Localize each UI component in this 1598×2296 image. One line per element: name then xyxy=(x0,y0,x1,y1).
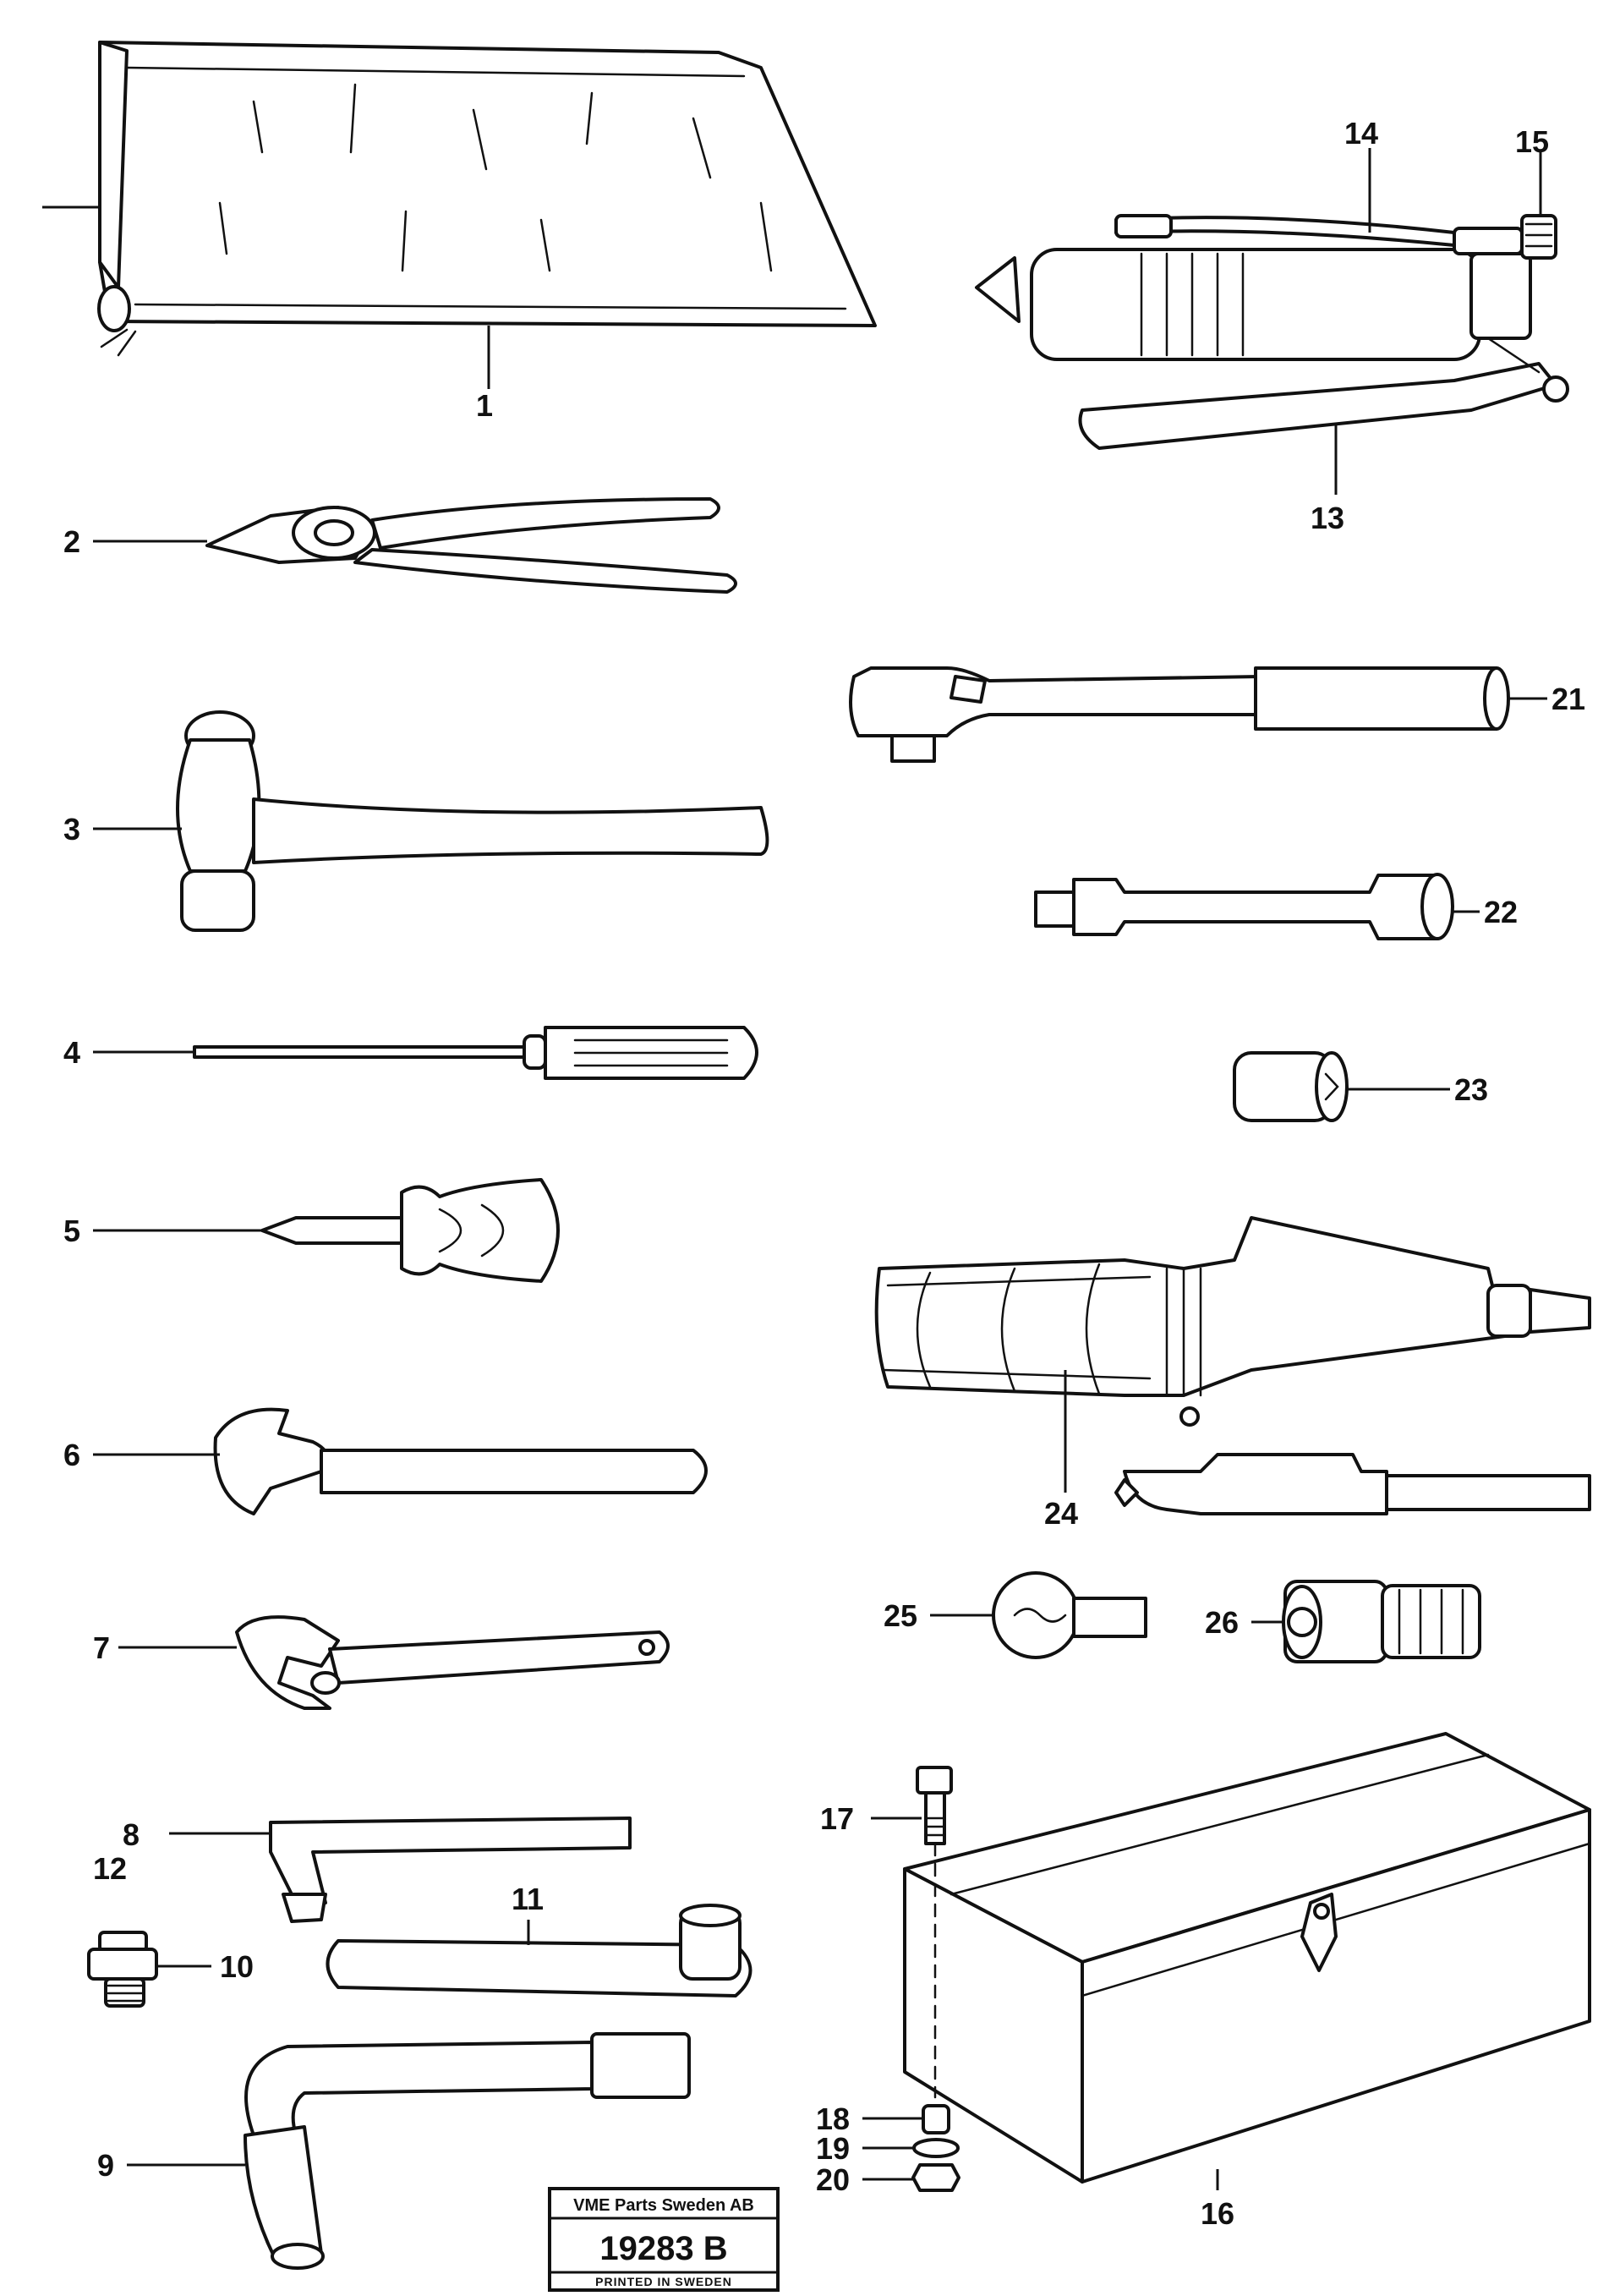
part-label: 11 xyxy=(512,1882,544,1916)
bolt-drawing xyxy=(916,1766,953,2099)
open-end-wrench-drawing xyxy=(213,1407,708,1515)
part-label: 17 xyxy=(820,1801,854,1836)
ratchet-handle-drawing xyxy=(849,666,1510,763)
part-label: 5 xyxy=(63,1214,80,1248)
part-label: 2 xyxy=(63,524,80,559)
tool-box-drawing xyxy=(903,1732,1591,2184)
part-label: 9 xyxy=(97,2148,114,2183)
part-label: 25 xyxy=(884,1598,917,1633)
part-label: 26 xyxy=(1205,1605,1239,1640)
socket-drawing xyxy=(1233,1051,1349,1122)
drawing-stamp: VME Parts Sweden AB 19283 B PRINTED IN S… xyxy=(548,2187,780,2292)
part-label: 7 xyxy=(93,1630,110,1665)
adjustable-wrench-drawing xyxy=(235,1615,670,1710)
part-label: 15 xyxy=(1515,124,1549,159)
pliers-drawing xyxy=(205,497,737,594)
part-label: 14 xyxy=(1344,116,1378,151)
inspection-lamp-drawing xyxy=(874,1216,1591,1515)
part-label: 19 xyxy=(816,2131,850,2166)
part-label: 8 xyxy=(123,1817,140,1852)
nut-drawing xyxy=(911,2163,960,2192)
spacer-drawing xyxy=(922,2104,950,2134)
part-label: 16 xyxy=(1201,2196,1234,2231)
part-label: 23 xyxy=(1454,1072,1488,1107)
screwdriver-stubby-drawing xyxy=(260,1178,560,1283)
connector-drawing xyxy=(1282,1580,1481,1663)
stamp-company: VME Parts Sweden AB xyxy=(573,2196,754,2215)
part-label: 21 xyxy=(1551,682,1585,716)
part-label: 1 xyxy=(476,388,493,423)
part-label: 10 xyxy=(220,1949,254,1984)
part-label: 18 xyxy=(816,2101,850,2136)
extension-bar-drawing xyxy=(1034,873,1454,940)
nipple-drawing xyxy=(87,1931,158,2008)
stamp-number: 19283 B xyxy=(599,2230,727,2267)
stamp-printed: PRINTED IN SWEDEN xyxy=(595,2275,732,2288)
part-label: 22 xyxy=(1484,895,1518,929)
part-label: 4 xyxy=(63,1035,80,1070)
part-label: 13 xyxy=(1311,501,1344,535)
socket-l-wrench-drawing xyxy=(244,2032,691,2270)
screwdriver-flat-drawing xyxy=(193,1026,758,1080)
hammer-drawing xyxy=(176,710,769,932)
tool-bag-drawing xyxy=(97,41,877,357)
part-label: 3 xyxy=(63,812,80,847)
washer-drawing xyxy=(912,2138,960,2158)
part-label: 20 xyxy=(816,2162,850,2197)
grease-gun-drawing xyxy=(975,214,1569,450)
bulb-drawing xyxy=(992,1571,1147,1659)
hex-key-drawing xyxy=(269,1817,632,1923)
part-label: 6 xyxy=(63,1438,80,1472)
flat-bar-wrench-drawing xyxy=(326,1904,752,1997)
part-label: 24 xyxy=(1044,1496,1078,1531)
part-label: 12 xyxy=(93,1851,127,1886)
